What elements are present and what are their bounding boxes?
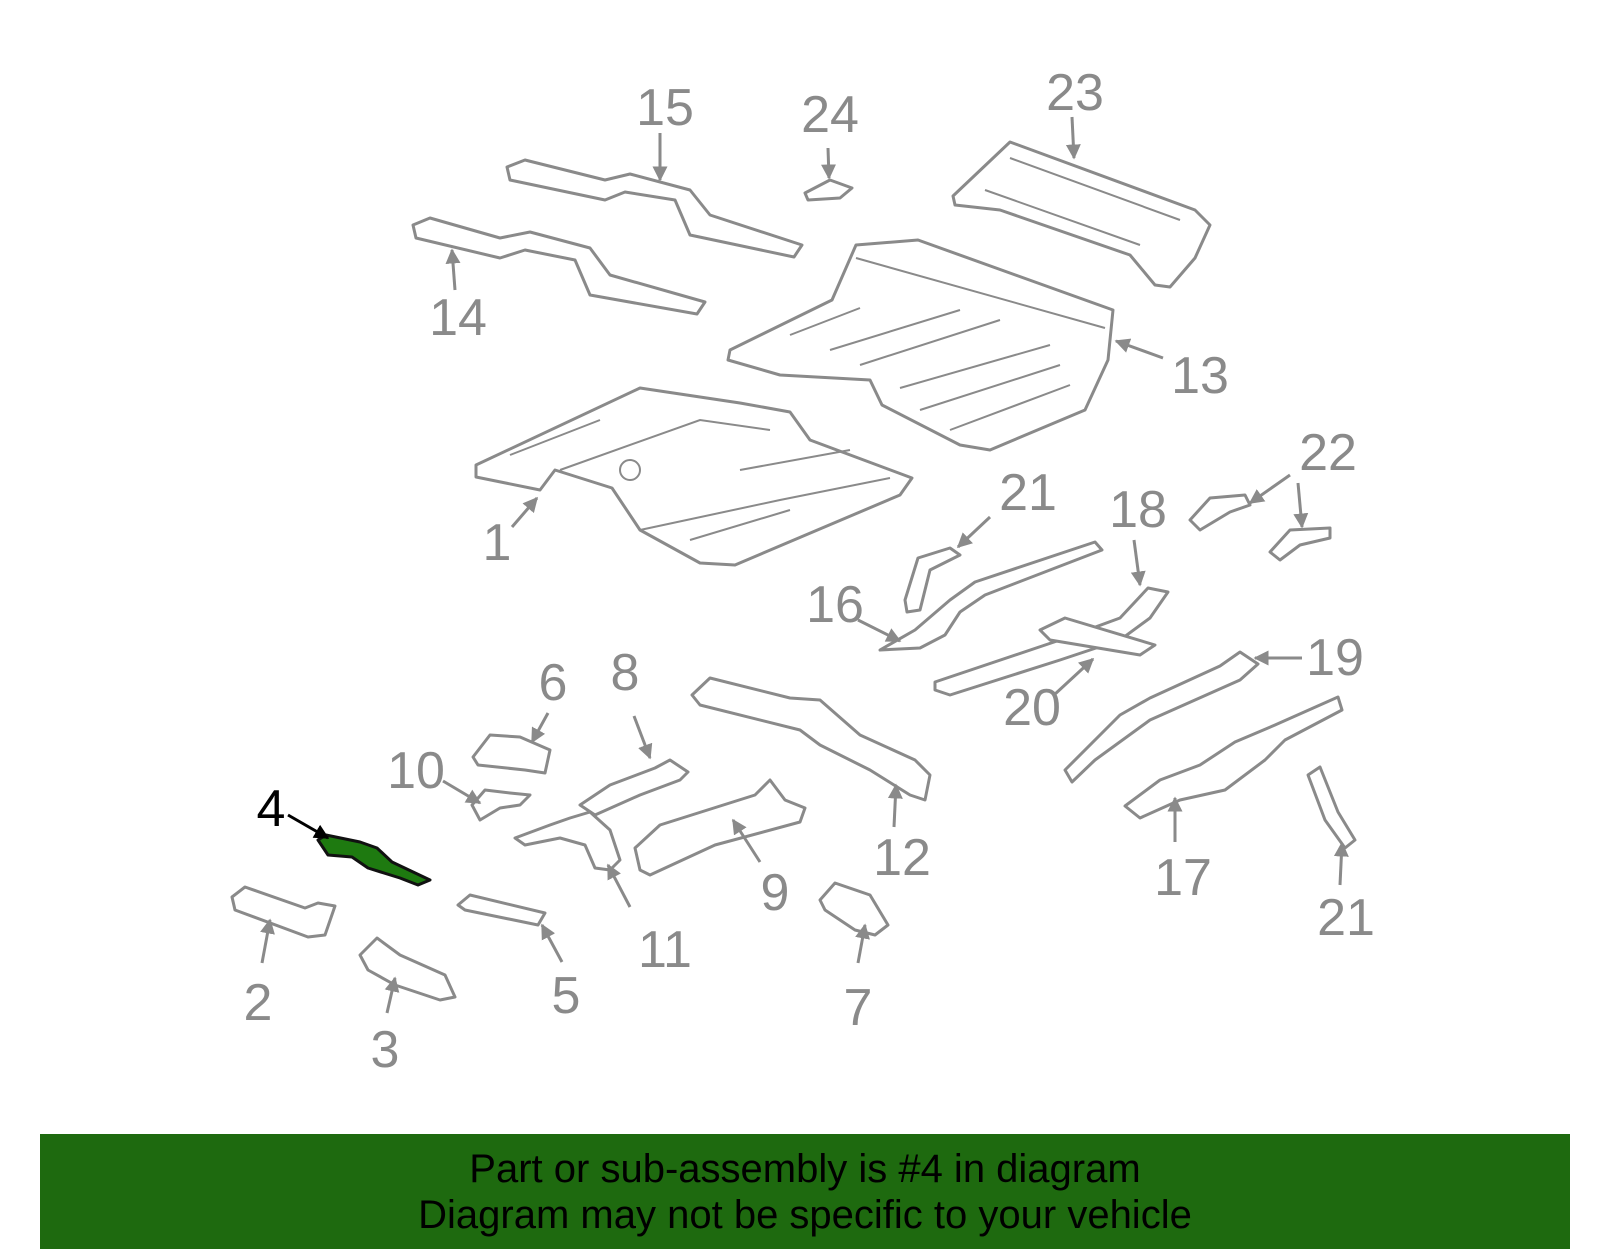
callout-12: 12 (873, 829, 931, 887)
part-16-side-rail (878, 540, 1104, 652)
part-23-rear-crossmember (951, 140, 1212, 289)
part-15-floor-rail (505, 158, 804, 259)
callout-3: 3 (371, 1021, 400, 1079)
callout-15: 15 (636, 79, 694, 137)
part-2-bracket (230, 885, 337, 939)
part-4-highlighted (316, 833, 432, 887)
callout-numbers: 1 2 3 4 5 6 7 8 9 10 11 12 13 14 15 16 1… (244, 64, 1375, 1079)
callout-2: 2 (244, 974, 273, 1032)
part-22-brackets (1188, 493, 1332, 562)
part-12-crossmember (690, 676, 932, 802)
callout-18: 18 (1109, 481, 1167, 539)
callout-16: 16 (806, 576, 864, 634)
callout-6: 6 (539, 654, 568, 712)
part-3-bracket (358, 936, 457, 1002)
banner-line-1: Part or sub-assembly is #4 in diagram (469, 1147, 1141, 1191)
callout-24: 24 (801, 86, 859, 144)
part-6-bracket (471, 733, 552, 775)
callout-14: 14 (429, 289, 487, 347)
callout-20: 20 (1003, 679, 1061, 737)
info-banner: Part or sub-assembly is #4 in diagram Di… (40, 1134, 1570, 1249)
callout-21-upper: 21 (999, 464, 1057, 522)
banner-line-2: Diagram may not be specific to your vehi… (418, 1193, 1192, 1237)
callout-10: 10 (387, 742, 445, 800)
part-18-crossmember (933, 586, 1170, 697)
part-20-crossmember (1038, 616, 1157, 657)
part-13-rear-floor-pan (726, 238, 1115, 452)
callout-13: 13 (1171, 347, 1229, 405)
part-8-bracket (578, 758, 690, 817)
part-14-floor-rail (411, 216, 707, 316)
callout-8: 8 (611, 644, 640, 702)
part-11-rail (513, 810, 622, 872)
part-1-front-floor-pan (474, 386, 914, 567)
part-21-lower-bracket (1306, 765, 1357, 850)
callout-21-lower: 21 (1317, 889, 1375, 947)
callout-23: 23 (1046, 64, 1104, 122)
callout-1: 1 (483, 514, 512, 572)
callout-leaders (260, 116, 1349, 1014)
part-21-upper-bracket (903, 546, 962, 614)
part-10-bracket (470, 788, 532, 822)
callout-4: 4 (257, 780, 286, 838)
callout-11: 11 (638, 921, 692, 979)
callout-7: 7 (844, 979, 873, 1037)
part-7-bracket (818, 881, 890, 937)
callout-17: 17 (1154, 849, 1212, 907)
callout-22: 22 (1299, 424, 1357, 482)
part-5-strip (456, 893, 547, 927)
part-9-rail (633, 778, 807, 877)
callout-9: 9 (761, 864, 790, 922)
callout-19: 19 (1306, 629, 1364, 687)
part-24-cap (803, 178, 854, 202)
callout-5: 5 (552, 967, 581, 1025)
